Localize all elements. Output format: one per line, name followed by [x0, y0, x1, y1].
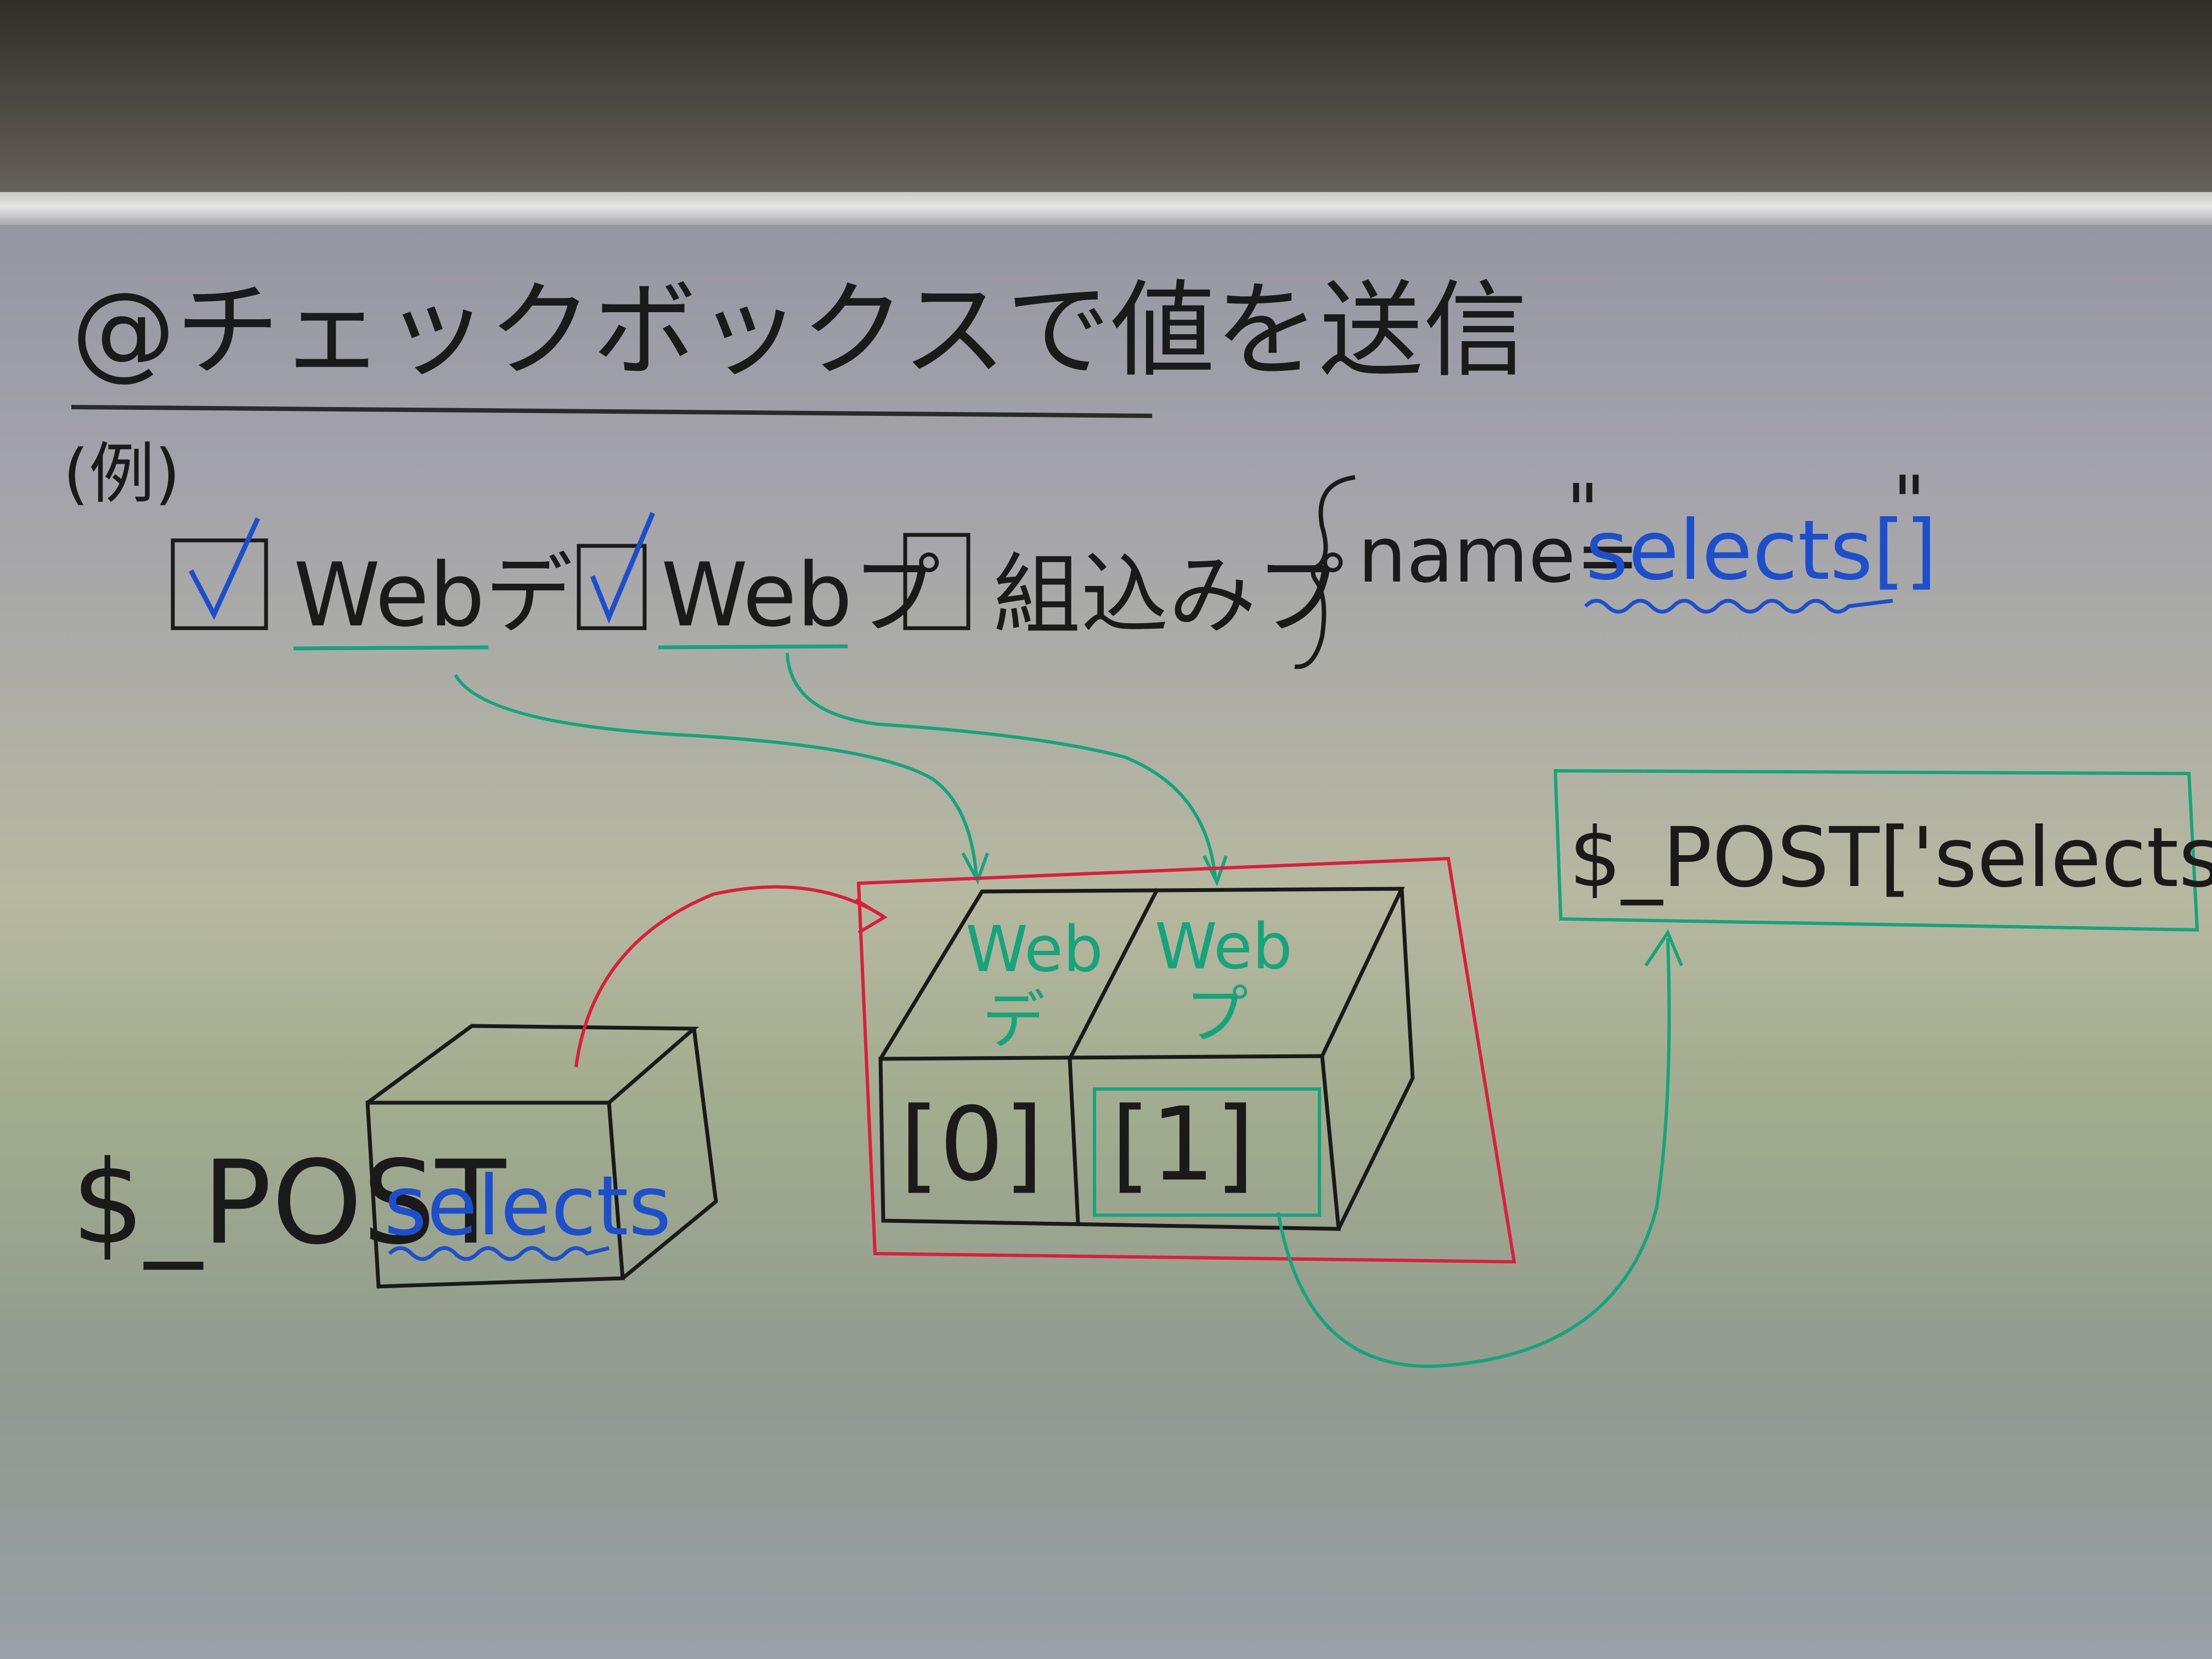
checkmark-icon [590, 512, 656, 624]
name-attr-value: selects[] [1585, 503, 1937, 599]
brace-icon [1294, 475, 1356, 669]
checkbox-webde [171, 538, 268, 630]
arrow-head [1644, 929, 1683, 967]
checkbox-embedded [903, 533, 970, 630]
arrow-head [961, 852, 989, 885]
array-frame [856, 856, 1516, 1264]
arrow-webde-to-cell0 [454, 674, 978, 878]
example-label: (例) [63, 436, 180, 512]
post-box [365, 1024, 718, 1289]
whiteboard [0, 192, 2212, 1659]
arrow-cell1-to-expr [1277, 938, 1671, 1368]
checkmark-icon [189, 517, 261, 620]
label-underline-webpu [658, 644, 848, 650]
arrow-post-to-array [574, 885, 884, 1068]
name-attr-open-quote: " [1566, 469, 1599, 552]
wall-background [0, 0, 2212, 219]
array-cell0-index: [0] [900, 1085, 1043, 1204]
wavy-underline [1584, 599, 1893, 614]
label-underline-webde [293, 645, 489, 651]
name-attr-prefix: name= [1358, 511, 1640, 600]
arrow-head [1203, 855, 1228, 887]
array-cell0-value-line1: Web [966, 913, 1103, 986]
access-expr-box [1553, 769, 2199, 932]
checkbox-label-embedded: 組込みプ [993, 544, 1344, 646]
array-box [878, 887, 1415, 1231]
wavy-underline [388, 1246, 610, 1261]
arrow-webpu-to-cell1 [786, 652, 1217, 878]
whiteboard-frame [0, 192, 2212, 225]
array-cell1-value-line2: プ [1185, 979, 1248, 1052]
post-label: $_POST [71, 1136, 506, 1270]
title-underline [71, 405, 1153, 418]
name-attr-close-quote: " [1893, 460, 1926, 544]
access-expr: $_POST['selects'][1] [1569, 810, 2212, 906]
title-text: @チェックボックスで値を送信 [71, 270, 1527, 391]
arrow-head [855, 898, 888, 934]
array-cell0-value-line2: デ [982, 984, 1045, 1058]
checkbox-label-webde: Webデ [294, 544, 573, 646]
array-cell1-value-line1: Web [1155, 910, 1293, 984]
checkbox-webpu [577, 544, 647, 630]
checkbox-label-webpu: Webプ [661, 544, 940, 646]
post-box-key: selects [384, 1159, 672, 1254]
array-cell1-index: [1] [1111, 1085, 1255, 1204]
cell1-highlight [1093, 1087, 1321, 1217]
